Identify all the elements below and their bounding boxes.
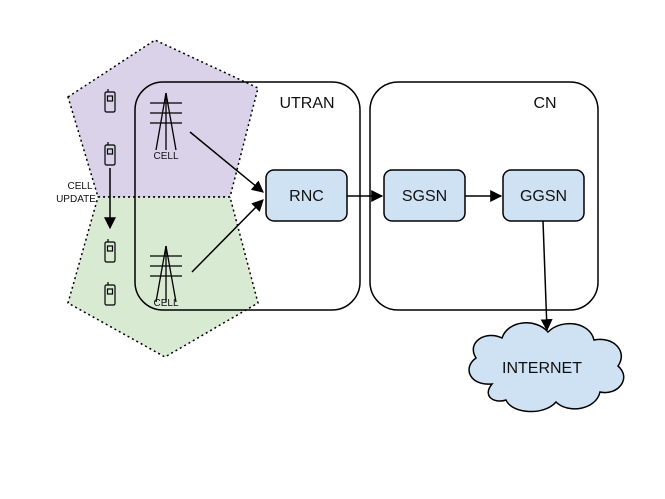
top-cell-to-rnc-arrow [189, 131, 264, 193]
ggsn-label: GGSN [520, 188, 567, 205]
bottom-cell-area [67, 196, 259, 358]
rnc-label: RNC [289, 188, 324, 205]
cell-update-label-line1: CELL [67, 181, 92, 192]
bottom-cell-to-rnc-arrow [191, 199, 264, 273]
bottom-cell-label: CELL [153, 298, 178, 309]
utran-label: UTRAN [279, 95, 334, 112]
mobile-phone-icon [104, 282, 116, 306]
cell-tower-icon [150, 245, 182, 303]
top-cell-area [67, 39, 259, 198]
internet-label: INTERNET [502, 360, 582, 377]
internet-cloud-icon [468, 322, 625, 413]
sgsn-label: SGSN [402, 188, 447, 205]
ggsn-to-internet-arrow [540, 220, 553, 332]
mobile-phone-icon [104, 142, 116, 166]
cell-update-label-line2: UPDATE [56, 194, 96, 205]
mobile-phone-icon [104, 89, 116, 113]
cn-label: CN [533, 95, 556, 112]
mobile-phone-icon [104, 239, 116, 263]
top-cell-label: CELL [153, 151, 178, 162]
cell-tower-icon [150, 92, 182, 151]
